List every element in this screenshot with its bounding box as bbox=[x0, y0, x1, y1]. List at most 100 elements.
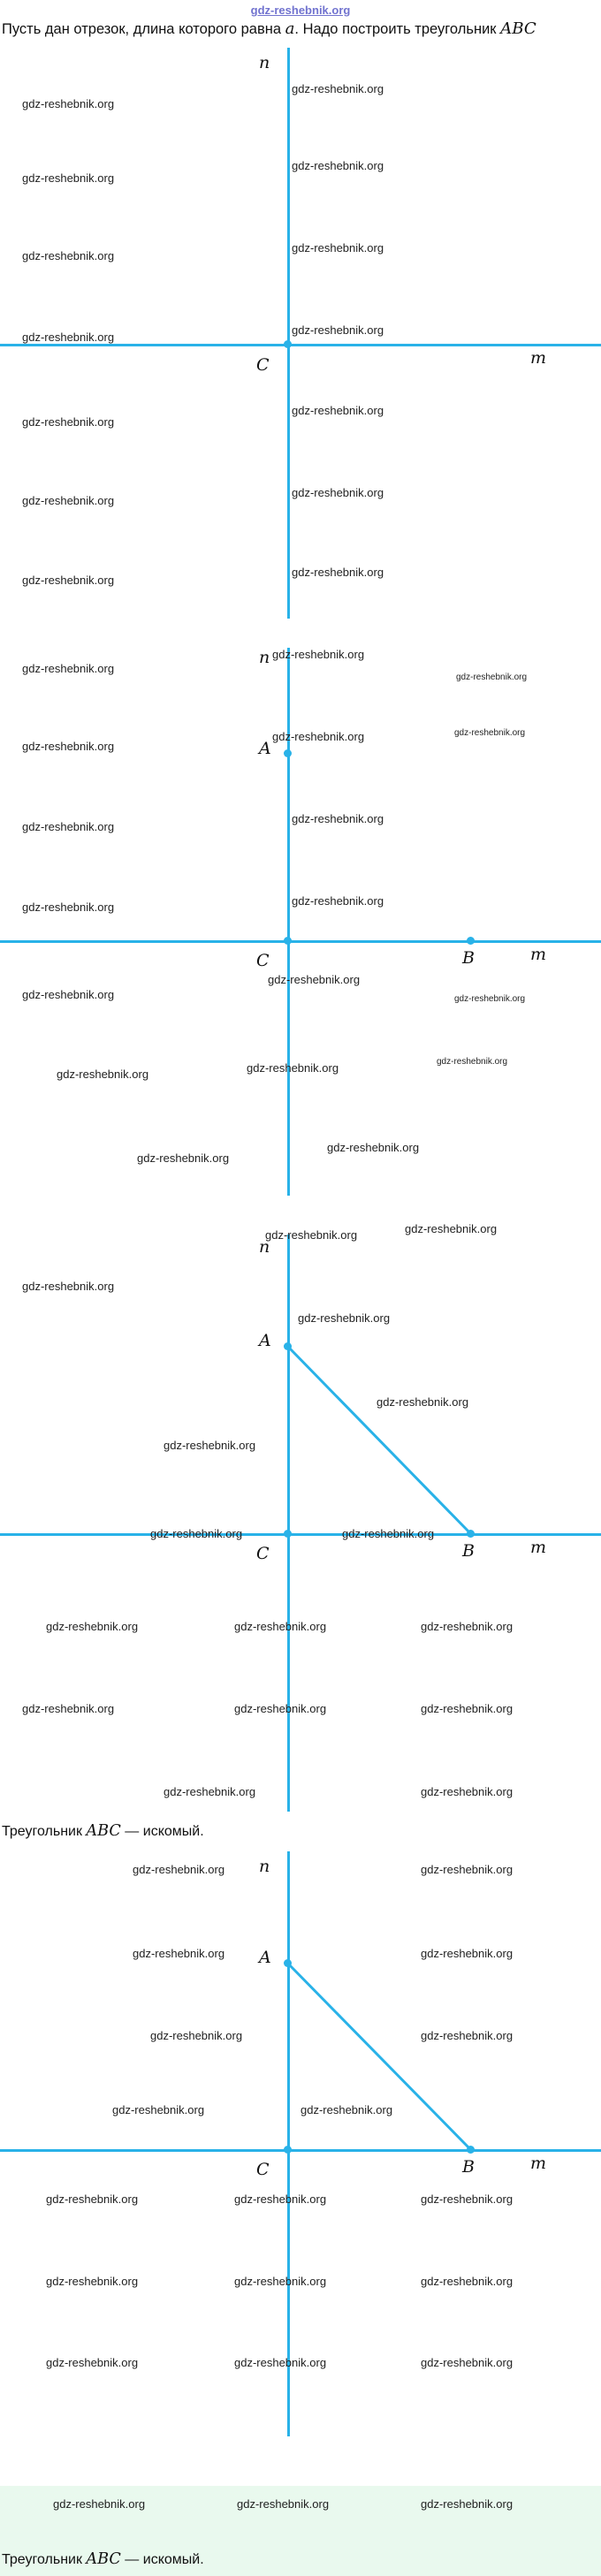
watermark-text: gdz-reshebnik.org bbox=[164, 1785, 256, 1798]
conclusion-text-1: Треугольник bbox=[2, 1824, 87, 1839]
watermark-text: gdz-reshebnik.org bbox=[234, 2356, 327, 2369]
point-b-dot bbox=[467, 937, 475, 945]
label-line-m: m bbox=[530, 945, 547, 964]
watermark-text: gdz-reshebnik.org bbox=[22, 97, 115, 110]
watermark-text: gdz-reshebnik.org bbox=[46, 2192, 139, 2206]
point-c-dot bbox=[284, 1530, 292, 1538]
line-m bbox=[0, 2149, 601, 2152]
label-point-c: C bbox=[256, 951, 270, 970]
watermark-text: gdz-reshebnik.org bbox=[150, 2029, 243, 2042]
watermark-text: gdz-reshebnik.org bbox=[234, 1620, 327, 1633]
label-point-a: A bbox=[259, 739, 271, 758]
watermark-text: gdz-reshebnik.org bbox=[421, 2192, 514, 2206]
site-link[interactable]: gdz-reshebnik.org bbox=[250, 4, 351, 17]
label-point-b: B bbox=[462, 1541, 475, 1561]
footer-conclusion-text-1: Треугольник bbox=[2, 2552, 87, 2567]
watermark-text: gdz-reshebnik.org bbox=[292, 894, 384, 908]
label-point-b: B bbox=[462, 948, 475, 968]
point-a-dot bbox=[284, 1342, 292, 1350]
line-n bbox=[287, 648, 290, 1196]
watermark-text: gdz-reshebnik.org bbox=[133, 1947, 225, 1960]
line-n bbox=[287, 48, 290, 619]
watermark-text: gdz-reshebnik.org bbox=[421, 2497, 514, 2511]
point-b-dot bbox=[467, 1530, 475, 1538]
watermark-text: gdz-reshebnik.org bbox=[268, 973, 361, 986]
watermark-text: gdz-reshebnik.org bbox=[421, 1947, 514, 1960]
watermark-text: gdz-reshebnik.org bbox=[272, 648, 365, 661]
watermark-text: gdz-reshebnik.org bbox=[421, 1620, 514, 1633]
label-line-n: n bbox=[259, 1237, 270, 1257]
math-abc: ABC bbox=[500, 19, 536, 38]
point-a-dot bbox=[284, 749, 292, 757]
watermark-text: gdz-reshebnik.org bbox=[133, 1863, 225, 1876]
watermark-text: gdz-reshebnik.org bbox=[247, 1061, 339, 1075]
watermark-text: gdz-reshebnik.org bbox=[300, 2103, 393, 2116]
label-point-c: C bbox=[256, 355, 270, 375]
label-line-m: m bbox=[530, 1538, 547, 1557]
watermark-text: gdz-reshebnik.org bbox=[421, 2356, 514, 2369]
watermark-text: gdz-reshebnik.org bbox=[421, 2275, 514, 2288]
point-c-dot bbox=[284, 937, 292, 945]
point-a-dot bbox=[284, 1959, 292, 1967]
watermark-text: gdz-reshebnik.org bbox=[112, 2103, 205, 2116]
watermark-text: gdz-reshebnik.org bbox=[22, 171, 115, 185]
label-point-a: A bbox=[259, 1948, 271, 1967]
label-point-b: B bbox=[462, 2157, 475, 2177]
watermark-text: gdz-reshebnik.org bbox=[437, 1057, 508, 1067]
watermark-text: gdz-reshebnik.org bbox=[298, 1311, 391, 1325]
watermark-text: gdz-reshebnik.org bbox=[237, 2497, 330, 2511]
watermark-text: gdz-reshebnik.org bbox=[454, 728, 526, 738]
watermark-text: gdz-reshebnik.org bbox=[327, 1141, 420, 1154]
problem-statement: Пусть дан отрезок, длина которого равна … bbox=[2, 19, 599, 40]
watermark-text: gdz-reshebnik.org bbox=[150, 1527, 243, 1540]
watermark-text: gdz-reshebnik.org bbox=[421, 1702, 514, 1715]
segment-ab bbox=[286, 1962, 473, 2152]
watermark-text: gdz-reshebnik.org bbox=[22, 1280, 115, 1293]
watermark-text: gdz-reshebnik.org bbox=[22, 415, 115, 429]
watermark-text: gdz-reshebnik.org bbox=[234, 1702, 327, 1715]
label-line-m: m bbox=[530, 2154, 547, 2173]
watermark-text: gdz-reshebnik.org bbox=[137, 1151, 230, 1165]
point-c-dot bbox=[284, 340, 292, 348]
watermark-text: gdz-reshebnik.org bbox=[456, 672, 528, 682]
watermark-text: gdz-reshebnik.org bbox=[265, 1228, 358, 1242]
math-a: a bbox=[285, 19, 295, 38]
label-line-m: m bbox=[530, 348, 547, 368]
label-point-c: C bbox=[256, 2160, 270, 2179]
conclusion-math-abc: ABC bbox=[86, 1822, 121, 1840]
watermark-text: gdz-reshebnik.org bbox=[46, 2275, 139, 2288]
conclusion-text: Треугольник ABC — искомый. bbox=[2, 1822, 204, 1840]
watermark-text: gdz-reshebnik.org bbox=[405, 1222, 498, 1235]
watermark-text: gdz-reshebnik.org bbox=[22, 1702, 115, 1715]
line-m bbox=[0, 344, 601, 346]
problem-text-1: Пусть дан отрезок, длина которого равна bbox=[2, 21, 285, 37]
segment-ab bbox=[286, 1345, 473, 1536]
conclusion-text-2: — искомый. bbox=[120, 1824, 204, 1839]
watermark-text: gdz-reshebnik.org bbox=[46, 2356, 139, 2369]
line-m bbox=[0, 1533, 601, 1536]
point-b-dot bbox=[467, 2146, 475, 2154]
watermark-text: gdz-reshebnik.org bbox=[22, 494, 115, 507]
watermark-text: gdz-reshebnik.org bbox=[292, 241, 384, 255]
watermark-text: gdz-reshebnik.org bbox=[292, 323, 384, 337]
line-n bbox=[287, 1851, 290, 2436]
footer-conclusion-text: Треугольник ABC — искомый. bbox=[2, 2550, 204, 2568]
watermark-text: gdz-reshebnik.org bbox=[292, 159, 384, 172]
label-line-n: n bbox=[259, 1857, 270, 1876]
watermark-text: gdz-reshebnik.org bbox=[292, 486, 384, 499]
watermark-text: gdz-reshebnik.org bbox=[22, 740, 115, 753]
watermark-text: gdz-reshebnik.org bbox=[342, 1527, 435, 1540]
watermark-text: gdz-reshebnik.org bbox=[292, 812, 384, 825]
footer-conclusion-math-abc: ABC bbox=[86, 2550, 121, 2568]
watermark-text: gdz-reshebnik.org bbox=[22, 574, 115, 587]
watermark-text: gdz-reshebnik.org bbox=[22, 900, 115, 914]
watermark-text: gdz-reshebnik.org bbox=[234, 2275, 327, 2288]
watermark-text: gdz-reshebnik.org bbox=[164, 1439, 256, 1452]
label-line-n: n bbox=[259, 648, 270, 667]
watermark-text: gdz-reshebnik.org bbox=[421, 2029, 514, 2042]
watermark-text: gdz-reshebnik.org bbox=[292, 82, 384, 95]
